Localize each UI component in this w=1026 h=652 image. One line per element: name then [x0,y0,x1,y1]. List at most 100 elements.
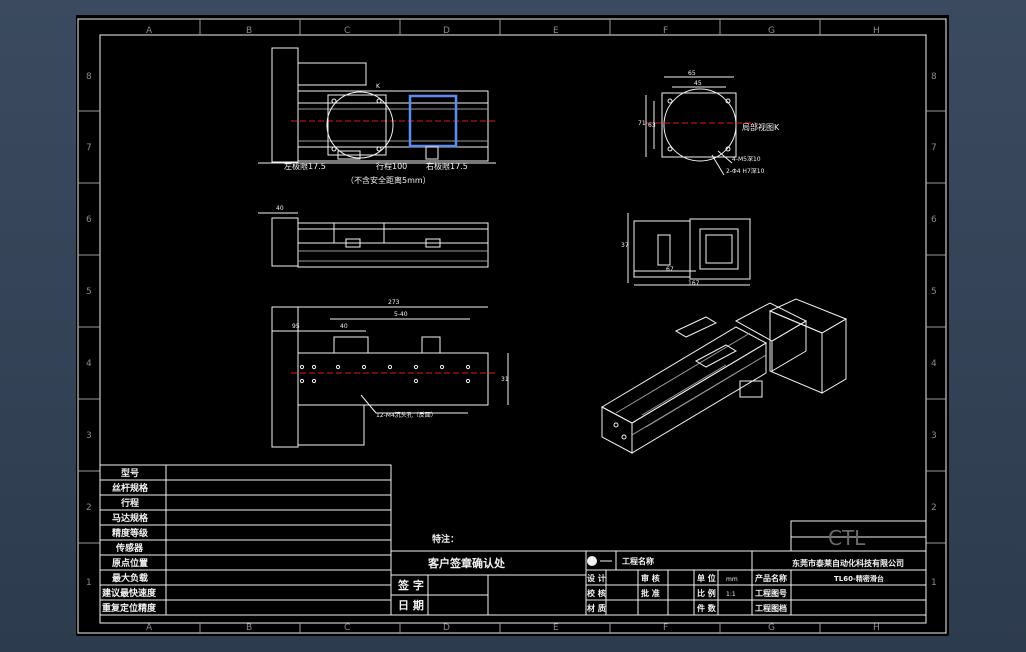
col-label: C [344,26,350,36]
detail-dim-65: 65 [688,70,696,77]
col-label: G [768,623,775,633]
col-label: C [344,623,350,633]
isometric-view[interactable] [600,298,848,454]
col-label: A [146,623,153,633]
column-ticks [199,19,821,633]
unit-value: mm [726,576,738,583]
detail-k-highlight[interactable] [408,94,458,148]
col-label: E [553,623,559,633]
bottom-view[interactable]: 273 95 40 5-40 31 12-M4沉头孔（反面） [271,299,509,448]
spec-row-label: 丝杆规格 [112,482,149,494]
outer-frame [77,18,947,634]
spec-row-label: 行程 [120,497,139,509]
scale-value: 1:1 [726,591,736,598]
spec-row-label: 型号 [121,467,139,479]
hole-spec-phi4: 2-Φ4 H7深10 [726,167,765,175]
col-label: D [443,623,450,633]
spec-row-label: 精度等级 [112,527,149,539]
project-name-label: 工程名称 [622,556,654,566]
projection-symbol-icon [587,556,597,566]
end-dim-167: 167 [688,280,700,287]
spec-row-label: 最大负载 [112,572,148,584]
col-label: H [873,623,880,633]
detail-view-k[interactable]: 65 45 71 63 局部视图K 4-M5深10 2-Φ4 H7深10 [638,70,780,176]
row-label: 6 [86,215,92,225]
dim-5-40: 5-40 [394,311,408,318]
row-label: 5 [86,287,92,297]
row-label: 6 [931,215,937,225]
check-label: 校 核 [587,588,606,598]
col-label: D [443,26,450,36]
col-label: E [553,26,559,36]
approve-label: 批 准 [641,588,660,598]
row-label: 5 [931,287,937,297]
detail-view-label: 局部视图K [742,122,780,132]
detail-dim-71: 71 [638,120,646,127]
col-label: B [246,26,252,36]
product-name-label: 产品名称 [755,573,787,583]
qty-label: 件 数 [697,603,717,613]
dim-31: 31 [501,376,509,383]
row-ticks [78,110,946,544]
row-label: 2 [86,503,92,513]
material-label: 材 质 [587,603,606,613]
dim-95: 95 [292,323,300,330]
row-label: 4 [931,359,937,369]
drawing-file-label: 工程图档 [755,603,787,613]
drawing-sheet[interactable]: A B C D E F G H A B C D E F G H 8 7 6 5 … [76,15,949,636]
row-label: 7 [931,143,937,153]
end-dim-67: 67 [666,266,674,273]
col-label: F [663,26,668,36]
detail-dim-45: 45 [694,80,702,87]
spec-row-label: 建议最快速度 [102,587,157,599]
confirm-sign-label: 签 字 [397,578,424,592]
company-name: 东莞市泰莱自动化科技有限公司 [792,558,904,568]
inner-frame [99,34,927,624]
safety-note: （不含安全距离5mm） [346,175,431,185]
product-name-value: TL60-精密滑台 [834,574,884,583]
scale-label: 比 例 [697,588,716,598]
spec-row-label: 马达规格 [112,512,149,524]
dim-40-bottom: 40 [340,323,348,330]
stroke-dim: 行程100 [376,161,407,171]
col-label: B [246,623,252,633]
design-label: 设 计 [587,573,606,583]
col-label: A [146,26,153,36]
col-label: G [768,26,775,36]
row-label: 4 [86,359,92,369]
top-view[interactable]: K 左极限17.5 行程100 右极限17.5 （不含安全距离5mm） [258,47,496,185]
end-view[interactable]: 37 67 167 [621,213,751,287]
row-label: 3 [86,431,92,441]
row-label: 1 [86,578,92,588]
unit-label: 单 位 [697,573,716,583]
row-label: 3 [931,431,937,441]
confirm-date-label: 日 期 [398,598,424,612]
end-dim-37: 37 [621,242,629,249]
spec-row-label: 原点位置 [112,557,148,569]
detail-dim-63: 63 [648,122,656,129]
countersunk-note: 12-M4沉头孔（反面） [376,411,437,419]
detail-k-marker: K [376,83,381,90]
audit-label: 审 核 [641,573,660,583]
spec-row-label: 重复定位精度 [102,602,157,614]
spec-table [99,464,392,616]
confirm-title: 客户签章确认处 [427,556,506,570]
row-label: 8 [86,72,92,82]
row-label: 7 [86,143,92,153]
col-label: H [873,26,880,36]
side-dim-40: 40 [276,205,284,212]
side-view[interactable]: 40 [258,205,489,268]
dim-273: 273 [388,299,400,306]
drawing-canvas: A B C D E F G H A B C D E F G H 8 7 6 5 … [77,18,947,634]
right-limit-dim: 右极限17.5 [426,161,468,171]
mounting-holes [299,364,471,384]
title-block [585,520,927,616]
row-label: 8 [931,72,937,82]
row-label: 2 [931,503,937,513]
col-label: F [663,623,668,633]
notes-label: 特注： [432,533,459,545]
spec-row-label: 传感器 [115,542,144,554]
drawing-no-label: 工程图号 [755,588,787,598]
company-logo: CTL [828,526,866,550]
